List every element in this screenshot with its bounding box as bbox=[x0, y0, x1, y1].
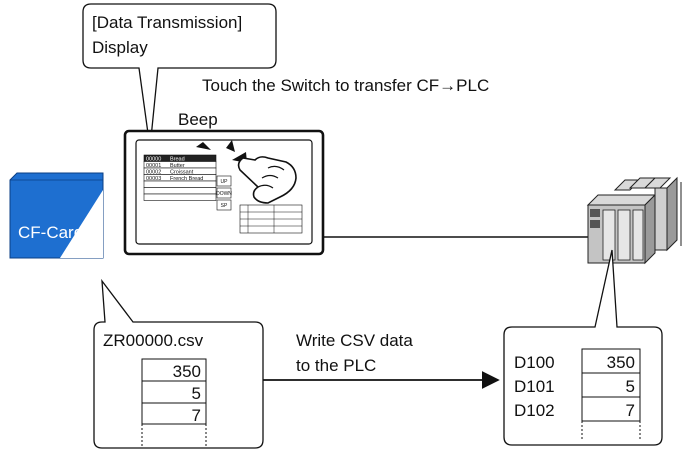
plc-address-2: D102 bbox=[514, 401, 555, 420]
plc-value-0: 350 bbox=[607, 353, 635, 372]
transfer-caption-line2: to the PLC bbox=[296, 356, 376, 375]
screen-row-name: Bread bbox=[170, 157, 185, 163]
cf-card-icon bbox=[9, 172, 104, 259]
screen-row-code: 00000 bbox=[146, 157, 161, 163]
plc-address-0: D100 bbox=[514, 353, 555, 372]
beep-label: Beep bbox=[178, 110, 218, 129]
plc-value-2: 7 bbox=[626, 401, 635, 420]
csv-callout bbox=[93, 278, 264, 449]
cf-card-label: CF-Card bbox=[18, 223, 83, 242]
touch-caption: Touch the Switch to transfer CF→PLC bbox=[202, 76, 489, 95]
display-callout bbox=[82, 3, 277, 149]
screen-row-code: 00003 bbox=[146, 176, 161, 182]
csv-value-0: 350 bbox=[173, 362, 201, 381]
screen-button bbox=[216, 199, 232, 211]
screen-row-code: 00001 bbox=[146, 163, 161, 169]
screen-button-label: DOWN bbox=[216, 191, 232, 197]
plc-callout bbox=[503, 249, 663, 446]
screen-mini-table bbox=[239, 204, 303, 234]
screen-row-name: French Bread bbox=[170, 176, 203, 182]
screen-button-column: UP DOWN SP bbox=[216, 175, 232, 211]
display-callout-line1: [Data Transmission] bbox=[92, 13, 242, 32]
csv-value-1: 5 bbox=[192, 384, 201, 403]
screen-data-list: 00000 Bread 00001 Butter 00002 Croissant 00003… bbox=[143, 154, 217, 201]
screen-row bbox=[143, 180, 217, 188]
screen-row-name: Croissant bbox=[170, 170, 194, 176]
screen-row bbox=[143, 193, 217, 201]
screen-row-code: 00002 bbox=[146, 170, 161, 176]
plc-address-1: D101 bbox=[514, 377, 555, 396]
screen-button bbox=[216, 187, 232, 199]
screen-button bbox=[216, 175, 232, 187]
screen-button-label: UP bbox=[221, 179, 229, 185]
transfer-caption-line1: Write CSV data bbox=[296, 331, 413, 350]
plc-value-1: 5 bbox=[626, 377, 635, 396]
plc-device-icon bbox=[586, 176, 682, 265]
screen-button-label: SP bbox=[221, 203, 228, 209]
csv-filename: ZR00000.csv bbox=[103, 331, 204, 350]
hand-pointer-icon bbox=[237, 156, 297, 204]
screen-row-name: Butter bbox=[170, 163, 185, 169]
display-callout-line2: Display bbox=[92, 38, 148, 57]
csv-value-2: 7 bbox=[192, 406, 201, 425]
screen-row bbox=[143, 187, 217, 195]
